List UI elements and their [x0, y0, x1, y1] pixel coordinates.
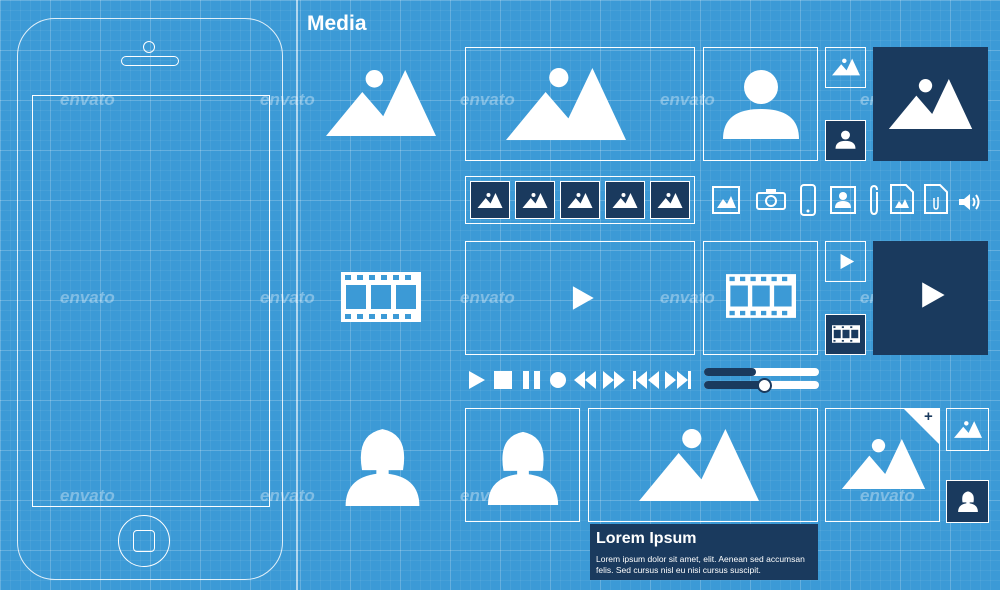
- watermark: envato: [660, 288, 715, 307]
- thumbnail[interactable]: [605, 181, 645, 219]
- watermark: envato: [460, 288, 515, 307]
- phone-speaker: [121, 56, 179, 66]
- image-icon: [567, 193, 593, 208]
- woman-avatar-icon: [484, 427, 562, 505]
- corner-badge: [904, 409, 940, 445]
- divider-line: [296, 0, 298, 590]
- woman-avatar-icon: [957, 490, 979, 512]
- avatar-thumb-small[interactable]: [825, 120, 866, 161]
- image-icon: [883, 79, 978, 129]
- skip-back-icon[interactable]: [633, 370, 660, 390]
- image-card-with-badge[interactable]: +: [825, 408, 940, 522]
- avatar-placeholder[interactable]: [703, 47, 818, 161]
- image-icon: [612, 193, 638, 208]
- slider-fill: [704, 381, 764, 389]
- add-badge-label[interactable]: +: [924, 408, 933, 425]
- slider-fill: [704, 368, 756, 376]
- film-icon: [726, 274, 796, 318]
- play-icon[interactable]: [918, 279, 946, 311]
- image-thumb-small[interactable]: [946, 408, 989, 451]
- film-thumb-small[interactable]: [825, 314, 866, 355]
- volume-slider[interactable]: [704, 377, 819, 393]
- watermark: envato: [460, 90, 515, 109]
- image-icon: [836, 439, 931, 489]
- camera-icon: [756, 189, 786, 210]
- attachment-file-icon: [924, 184, 948, 214]
- image-icon: [506, 68, 626, 140]
- person-icon: [721, 67, 801, 141]
- image-file-icon: [890, 184, 914, 214]
- image-placeholder-large[interactable]: [465, 47, 695, 161]
- image-icon: [316, 70, 446, 136]
- watermark: envato: [660, 90, 715, 109]
- thumbnail[interactable]: [470, 181, 510, 219]
- watermark: envato: [260, 90, 315, 109]
- paperclip-icon: [870, 184, 878, 216]
- image-thumb-small[interactable]: [825, 47, 866, 88]
- phone-camera-dot: [143, 41, 155, 53]
- captioned-image-card[interactable]: [588, 408, 818, 522]
- progress-slider[interactable]: [704, 368, 819, 376]
- caption-heading: Lorem Ipsum: [596, 530, 697, 547]
- film-icon: [340, 272, 422, 322]
- section-title: Media: [307, 12, 367, 35]
- thumbnail-strip: [465, 176, 695, 224]
- video-thumb-small[interactable]: [825, 241, 866, 282]
- skip-forward-icon[interactable]: [664, 370, 691, 390]
- thumbnail[interactable]: [515, 181, 555, 219]
- avatar-thumb-small[interactable]: [946, 480, 989, 523]
- image-icon: [657, 193, 683, 208]
- film-icon: [832, 325, 860, 343]
- rewind-icon[interactable]: [573, 370, 597, 390]
- image-caption: Lorem Ipsum Lorem ipsum dolor sit amet, …: [590, 524, 818, 580]
- slider-knob[interactable]: [756, 377, 772, 393]
- play-icon: [838, 252, 855, 271]
- thumbnail[interactable]: [560, 181, 600, 219]
- pause-icon[interactable]: [522, 371, 542, 389]
- play-icon[interactable]: [468, 370, 486, 390]
- watermark: envato: [60, 486, 115, 505]
- watermark: envato: [60, 90, 115, 109]
- play-icon[interactable]: [569, 283, 595, 313]
- phone-wireframe: [17, 18, 283, 580]
- woman-avatar-icon: [340, 424, 425, 506]
- watermark: envato: [260, 288, 315, 307]
- fast-forward-icon[interactable]: [602, 370, 626, 390]
- image-card-icon: [712, 186, 740, 214]
- watermark: envato: [260, 486, 315, 505]
- watermark: envato: [860, 486, 915, 505]
- person-icon: [835, 130, 856, 149]
- record-icon[interactable]: [549, 371, 567, 389]
- phone-home-button[interactable]: [118, 515, 170, 567]
- video-film-tile[interactable]: [703, 241, 818, 355]
- image-icon: [477, 193, 503, 208]
- image-icon: [954, 421, 982, 438]
- contact-card-icon: [830, 186, 856, 214]
- stop-icon[interactable]: [494, 371, 512, 389]
- video-player-large[interactable]: [465, 241, 695, 355]
- avatar-placeholder[interactable]: [465, 408, 580, 522]
- speaker-icon: [959, 194, 980, 210]
- watermark: envato: [60, 288, 115, 307]
- image-icon: [522, 193, 548, 208]
- image-icon: [629, 429, 769, 501]
- image-icon: [832, 58, 860, 76]
- image-tile-dark[interactable]: [873, 47, 988, 161]
- thumbnail[interactable]: [650, 181, 690, 219]
- phone-icon: [800, 184, 816, 216]
- video-tile-dark[interactable]: [873, 241, 988, 355]
- phone-screen: [32, 95, 270, 507]
- caption-body: Lorem ipsum dolor sit amet, elit. Aenean…: [596, 554, 805, 575]
